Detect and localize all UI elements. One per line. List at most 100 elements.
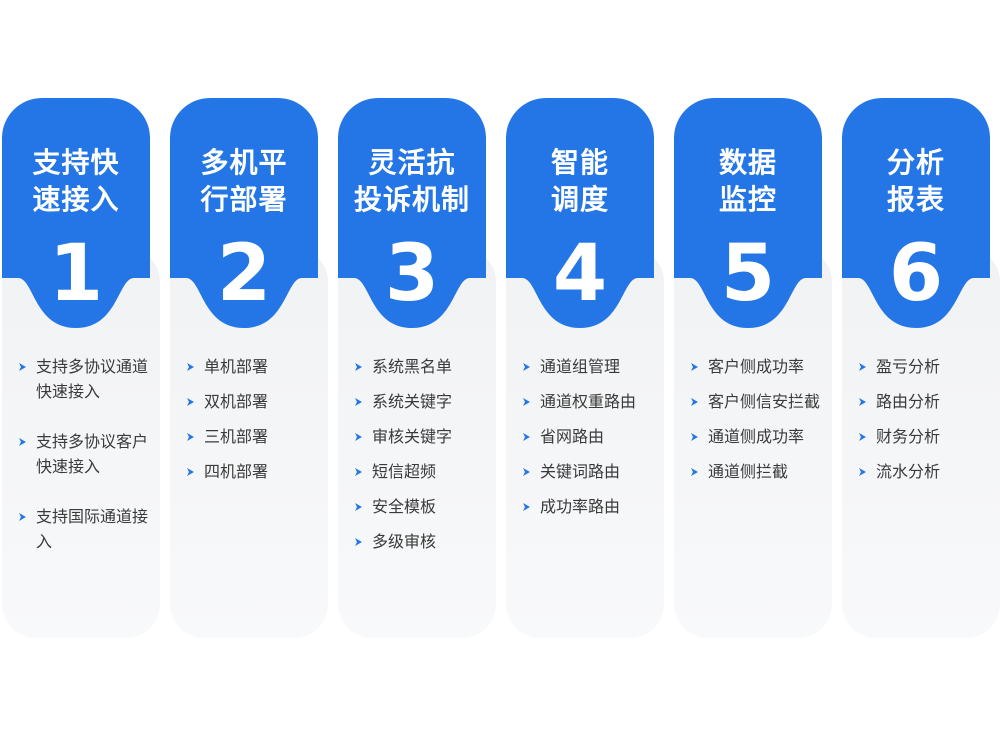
chevron-right-icon xyxy=(523,503,530,511)
feature-list-item: 短信超频 xyxy=(350,459,494,484)
chevron-right-icon xyxy=(691,363,698,371)
chevron-right-icon xyxy=(19,363,26,371)
chevron-right-icon xyxy=(187,363,194,371)
feature-list-item: 三机部署 xyxy=(182,424,326,449)
feature-list-item: 财务分析 xyxy=(854,424,998,449)
feature-list-item: 双机部署 xyxy=(182,389,326,414)
card-header-tab xyxy=(170,98,318,328)
card-panel xyxy=(2,248,160,638)
feature-item-label: 通道侧成功率 xyxy=(708,427,805,446)
feature-list: 系统黑名单系统关键字审核关键字短信超频安全模板多级审核 xyxy=(350,354,494,564)
feature-item-label: 系统关键字 xyxy=(372,392,453,411)
feature-list: 盈亏分析路由分析财务分析流水分析 xyxy=(854,354,998,494)
feature-list: 通道组管理通道权重路由省网路由关键词路由成功率路由 xyxy=(518,354,662,529)
card-number: 2 xyxy=(216,229,272,319)
feature-list-item: 省网路由 xyxy=(518,424,662,449)
card-number: 4 xyxy=(552,229,608,319)
card-background xyxy=(2,98,160,638)
card-title: 分析 报表 xyxy=(886,146,945,216)
card-panel xyxy=(506,248,664,638)
chevron-right-icon xyxy=(355,433,362,441)
card-background xyxy=(338,98,496,638)
chevron-right-icon xyxy=(691,398,698,406)
feature-list-item: 安全模板 xyxy=(350,494,494,519)
chevron-right-icon xyxy=(859,398,866,406)
feature-list-item: 盈亏分析 xyxy=(854,354,998,379)
card-number: 6 xyxy=(888,229,944,319)
feature-item-label: 盈亏分析 xyxy=(876,357,941,376)
feature-list-item: 客户侧信安拦截 xyxy=(686,389,830,414)
feature-item-label: 支持多协议客户快速接入 xyxy=(36,432,149,476)
card-background xyxy=(506,98,664,638)
card-panel xyxy=(338,248,496,638)
feature-item-label: 安全模板 xyxy=(372,497,437,516)
feature-list-item: 多级审核 xyxy=(350,529,494,554)
feature-item-label: 财务分析 xyxy=(876,427,941,446)
card-header-tab xyxy=(842,98,990,328)
feature-item-label: 系统黑名单 xyxy=(372,357,453,376)
feature-item-label: 支持国际通道接入 xyxy=(36,507,149,551)
card-title: 灵活抗 投诉机制 xyxy=(353,146,470,216)
chevron-right-icon xyxy=(859,468,866,476)
chevron-right-icon xyxy=(523,363,530,371)
feature-item-label: 通道权重路由 xyxy=(540,392,637,411)
feature-list-item: 单机部署 xyxy=(182,354,326,379)
chevron-right-icon xyxy=(355,398,362,406)
feature-list-item: 通道权重路由 xyxy=(518,389,662,414)
card-title: 智能 调度 xyxy=(550,146,609,216)
chevron-right-icon xyxy=(19,513,26,521)
feature-item-label: 三机部署 xyxy=(204,427,269,446)
feature-item-label: 多级审核 xyxy=(372,532,437,551)
card-header-tab xyxy=(2,98,150,328)
chevron-right-icon xyxy=(523,468,530,476)
feature-list-item: 支持多协议客户快速接入 xyxy=(14,429,158,479)
chevron-right-icon xyxy=(355,468,362,476)
feature-item-label: 流水分析 xyxy=(876,462,941,481)
card-panel xyxy=(170,248,328,638)
feature-item-label: 单机部署 xyxy=(204,357,269,376)
chevron-right-icon xyxy=(187,398,194,406)
feature-item-label: 支持多协议通道快速接入 xyxy=(36,357,149,401)
card-background xyxy=(170,98,328,638)
card-background xyxy=(674,98,832,638)
card-background xyxy=(842,98,1000,638)
card-number: 3 xyxy=(384,229,440,319)
feature-list: 单机部署双机部署三机部署四机部署 xyxy=(182,354,326,494)
feature-item-label: 双机部署 xyxy=(204,392,269,411)
feature-item-label: 路由分析 xyxy=(876,392,941,411)
feature-item-label: 审核关键字 xyxy=(372,427,453,446)
feature-list-item: 客户侧成功率 xyxy=(686,354,830,379)
chevron-right-icon xyxy=(187,468,194,476)
feature-list-item: 支持国际通道接入 xyxy=(14,504,158,554)
chevron-right-icon xyxy=(523,398,530,406)
feature-item-label: 关键词路由 xyxy=(540,462,621,481)
feature-list-item: 四机部署 xyxy=(182,459,326,484)
chevron-right-icon xyxy=(187,433,194,441)
feature-item-label: 客户侧信安拦截 xyxy=(708,392,821,411)
chevron-right-icon xyxy=(523,433,530,441)
feature-card-2: 多机平 行部署 2 单机部署双机部署三机部署四机部署 xyxy=(170,98,328,638)
chevron-right-icon xyxy=(859,433,866,441)
feature-card-3: 灵活抗 投诉机制 3 系统黑名单系统关键字审核关键字短信超频安全模板多级审核 xyxy=(338,98,496,638)
card-title: 多机平 行部署 xyxy=(200,146,288,216)
feature-item-label: 通道组管理 xyxy=(540,357,621,376)
card-title: 支持快 速接入 xyxy=(32,146,120,216)
card-header-tab xyxy=(506,98,654,328)
feature-item-label: 短信超频 xyxy=(372,462,437,481)
card-header-tab xyxy=(338,98,486,328)
chevron-right-icon xyxy=(691,468,698,476)
chevron-right-icon xyxy=(355,538,362,546)
card-header-tab xyxy=(674,98,822,328)
feature-list-item: 系统关键字 xyxy=(350,389,494,414)
feature-item-label: 省网路由 xyxy=(540,427,605,446)
feature-item-label: 成功率路由 xyxy=(540,497,621,516)
feature-list-item: 支持多协议通道快速接入 xyxy=(14,354,158,404)
card-title: 数据 监控 xyxy=(718,146,777,216)
feature-item-label: 客户侧成功率 xyxy=(708,357,805,376)
chevron-right-icon xyxy=(691,433,698,441)
card-panel xyxy=(674,248,832,638)
feature-list: 支持多协议通道快速接入支持多协议客户快速接入支持国际通道接入 xyxy=(14,354,158,579)
feature-list-item: 流水分析 xyxy=(854,459,998,484)
